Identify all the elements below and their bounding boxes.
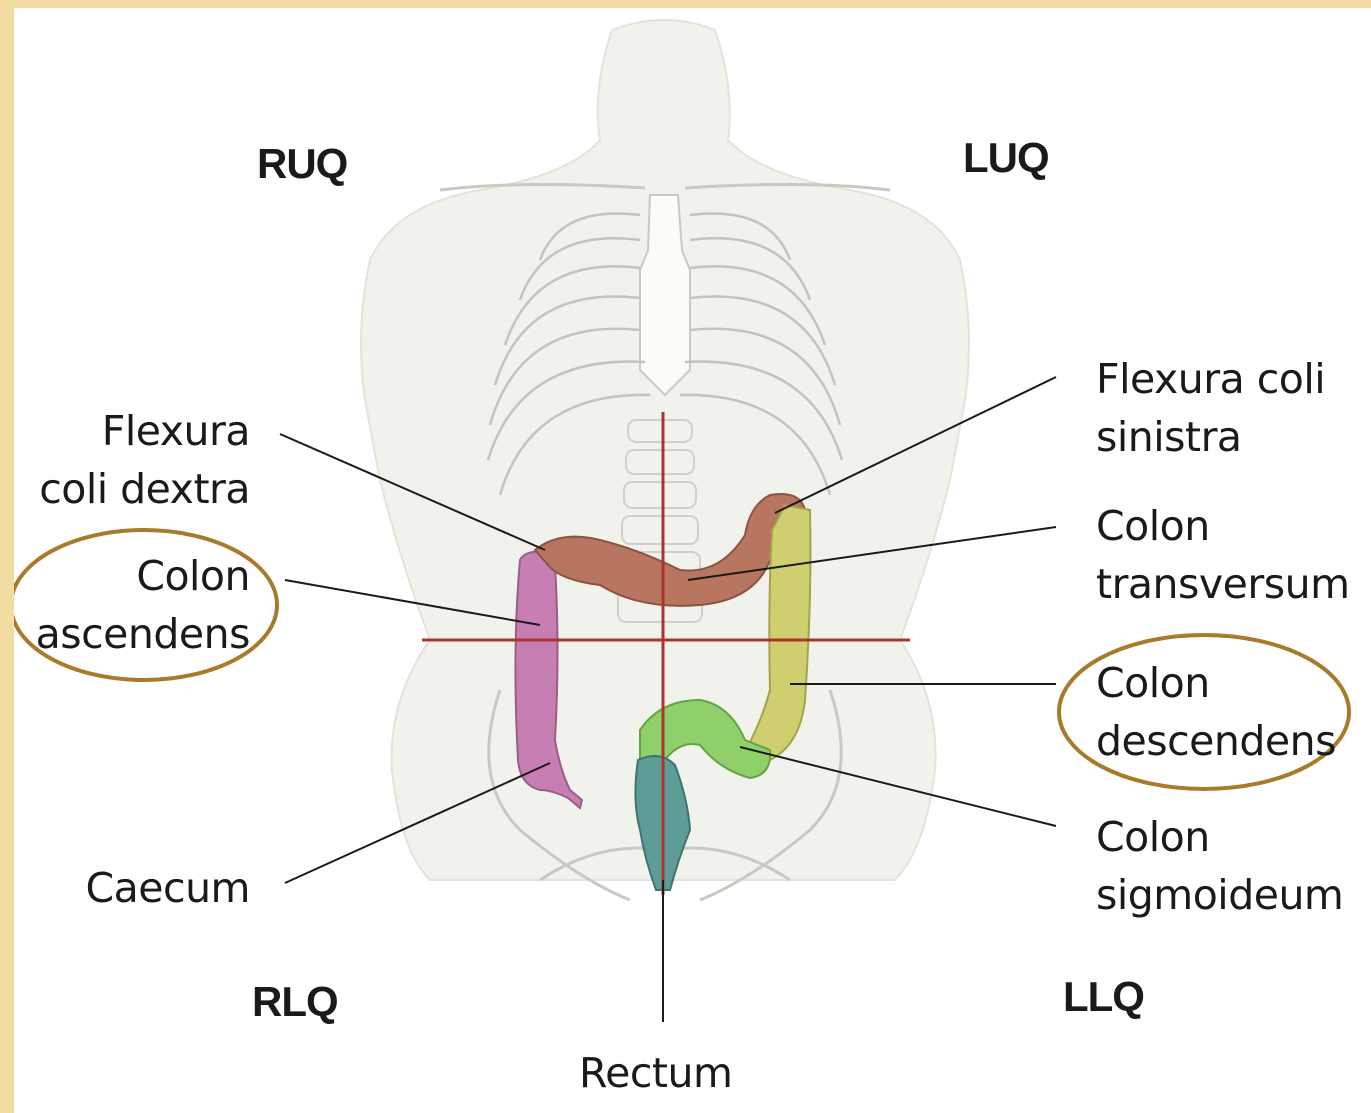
label-flexura-coli-dextra: Flexura coli dextra <box>24 402 250 518</box>
quadrant-llq: LLQ <box>1063 973 1144 1021</box>
diagram-frame: RUQ LUQ RLQ LLQ Flexura coli dextra Colo… <box>14 8 1371 1113</box>
quadrant-luq: LUQ <box>963 134 1049 182</box>
label-rectum: Rectum <box>579 1044 732 1102</box>
quadrant-rlq: RLQ <box>252 978 338 1026</box>
label-colon-sigmoideum: Colon sigmoideum <box>1096 808 1343 924</box>
label-colon-ascendens: Colon ascendens <box>24 547 250 663</box>
label-colon-descendens: Colon descendens <box>1096 654 1336 770</box>
quadrant-ruq: RUQ <box>257 140 347 188</box>
label-flexura-coli-sinistra: Flexura coli sinistra <box>1096 350 1325 466</box>
label-colon-transversum: Colon transversum <box>1096 497 1350 613</box>
label-caecum: Caecum <box>24 859 250 917</box>
